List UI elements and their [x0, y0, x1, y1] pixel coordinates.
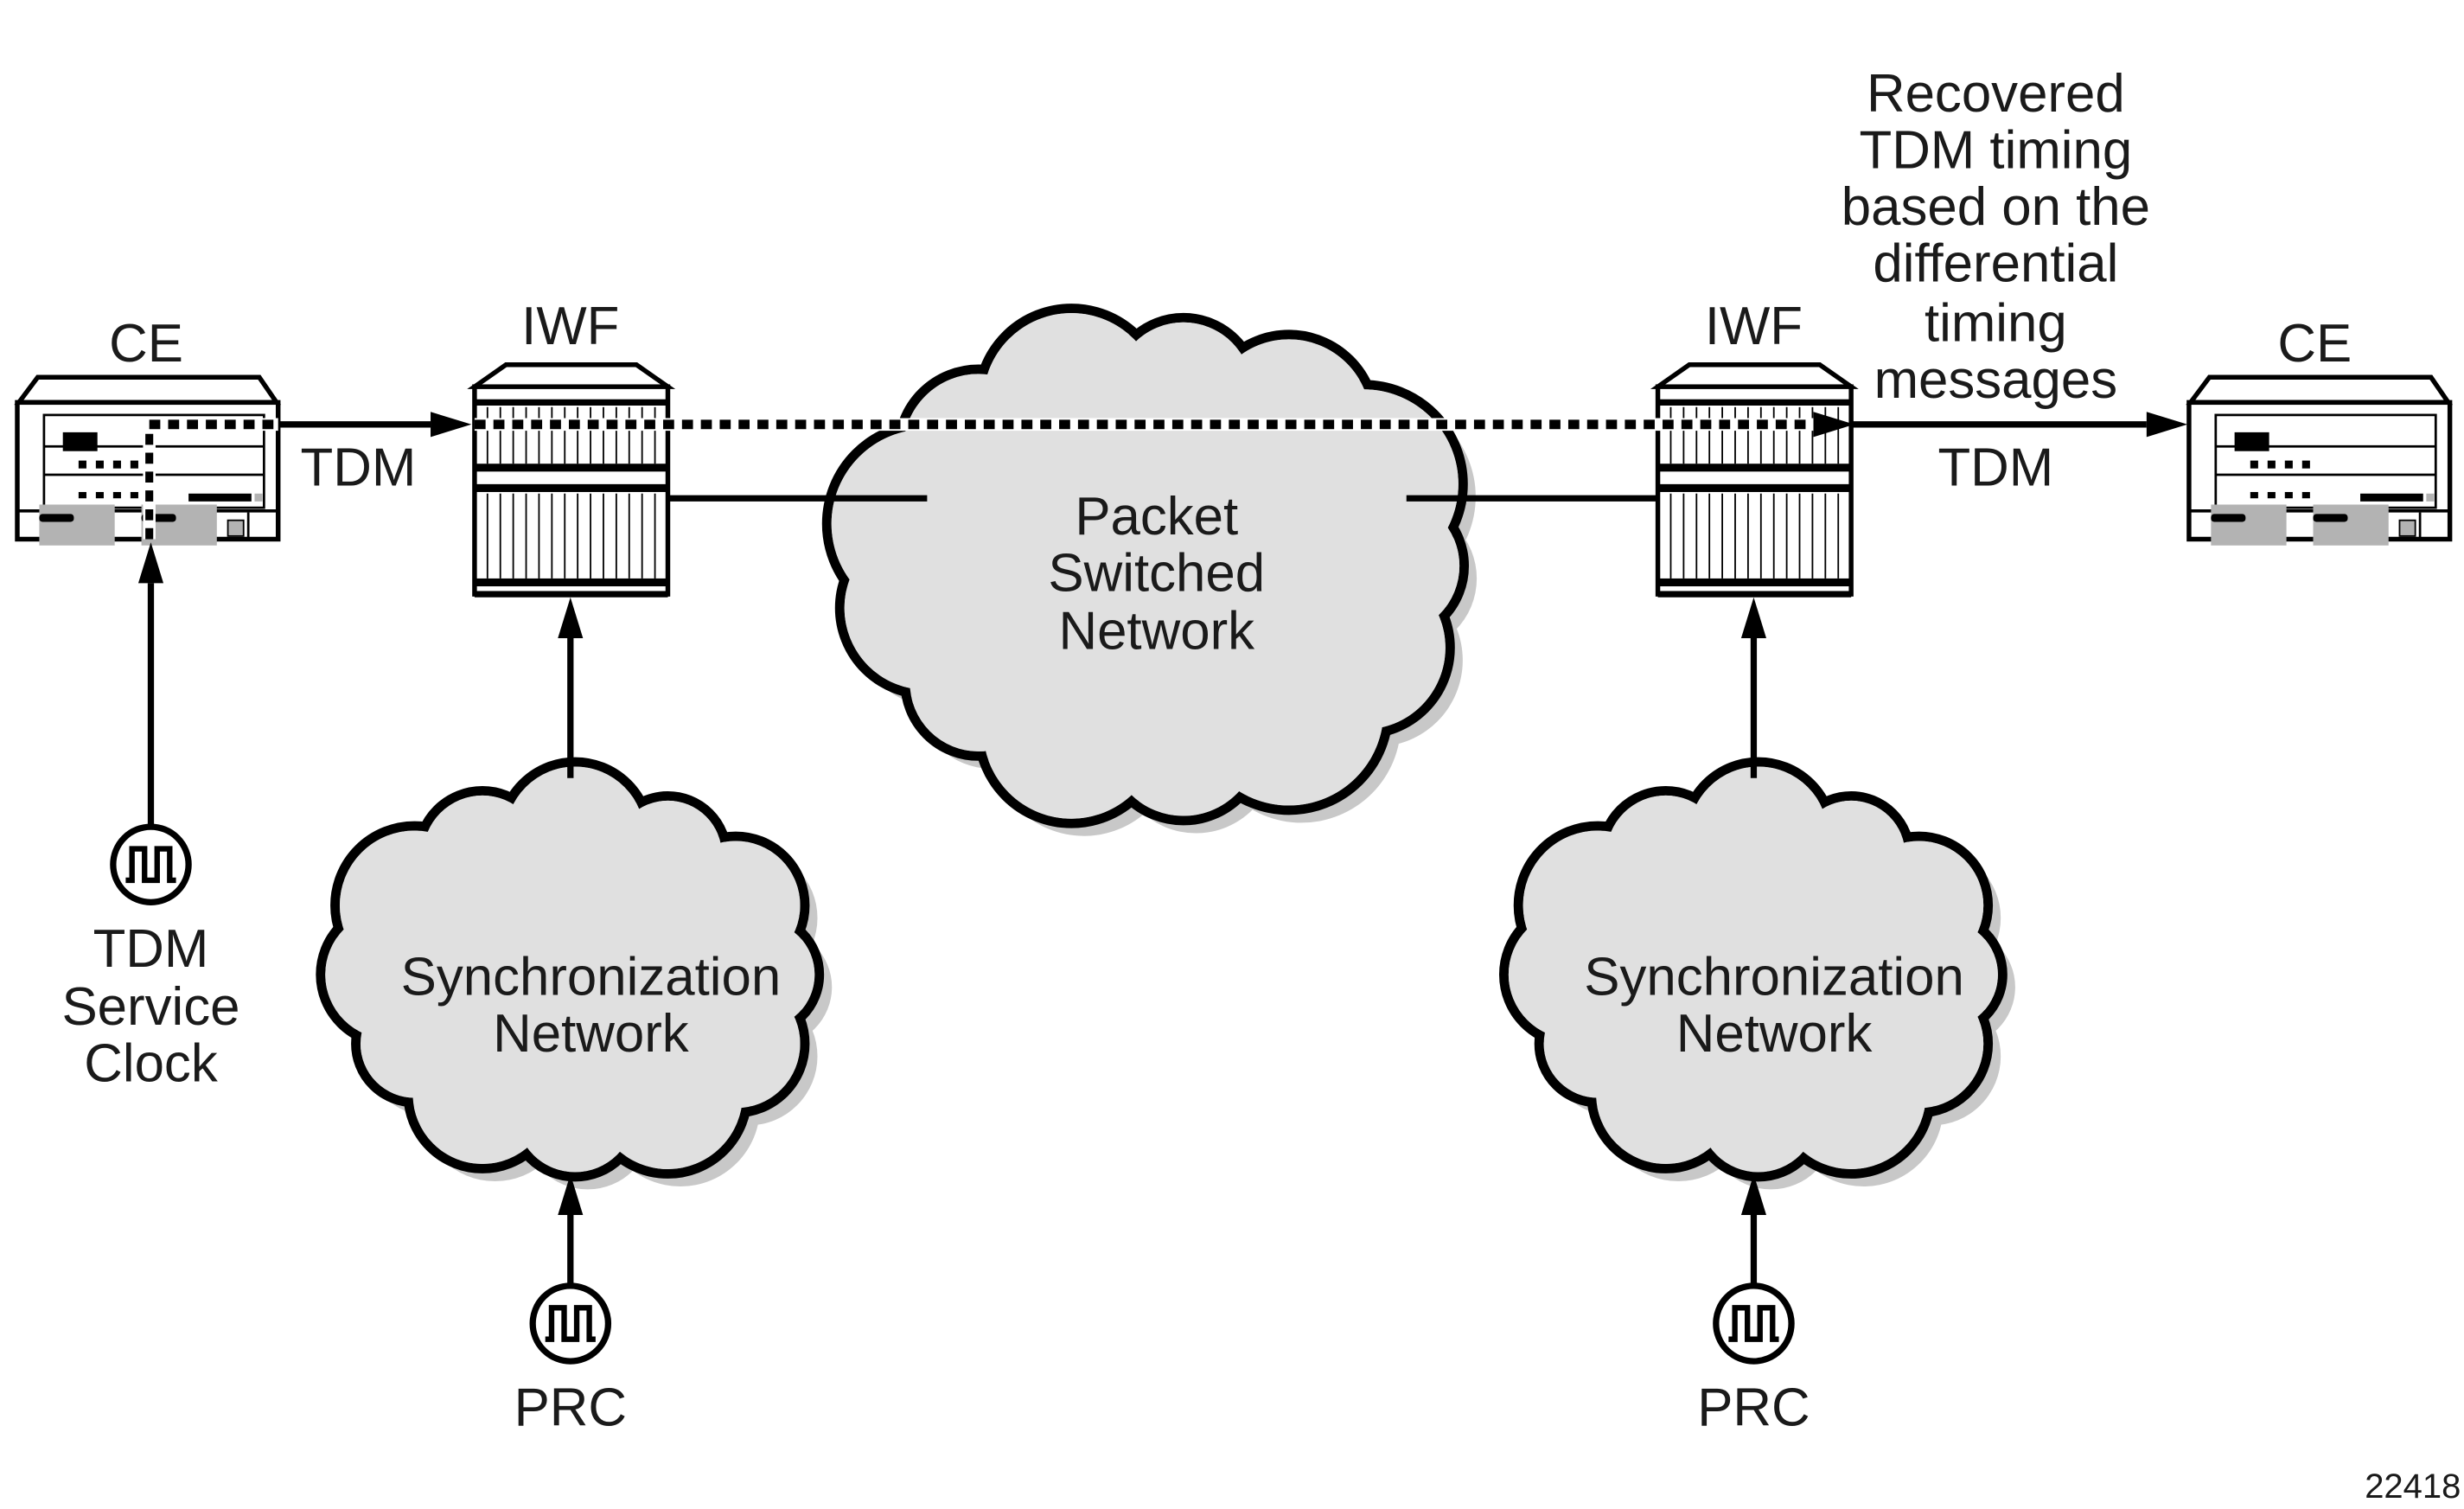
sync-left-label: Synchronization Network	[401, 948, 782, 1064]
service-clock-icon	[110, 823, 192, 905]
note-line: based on the	[1842, 177, 2150, 237]
arrows	[137, 412, 2188, 1285]
iwf-device-left	[467, 362, 676, 598]
note-line: Recovered	[1867, 64, 2125, 124]
service-clock-arrow	[137, 542, 164, 826]
prc-right-label: PRC	[1697, 1378, 1810, 1438]
ce-left-label: CE	[109, 314, 183, 374]
tdm-left-label: TDM	[300, 438, 416, 498]
service-clock-line: Clock	[84, 1034, 218, 1094]
psn-cloud	[821, 304, 1478, 836]
prc-arrow-left	[558, 1173, 584, 1285]
psn-line: Network	[1058, 602, 1254, 662]
psn-line: Switched	[1048, 543, 1265, 603]
ce-device-right	[2186, 374, 2454, 546]
sync-line: Synchronization	[1584, 948, 1964, 1007]
prc-clock-icon-left	[529, 1282, 612, 1365]
tdm-right-label: TDM	[1937, 438, 2053, 498]
note-line: timing	[1925, 293, 2067, 353]
sync-right-label: Synchronization Network	[1584, 948, 1964, 1064]
psn-label: Packet Switched Network	[1048, 487, 1265, 662]
sync-cloud-left	[316, 757, 833, 1190]
sync-line: Synchronization	[401, 948, 782, 1007]
service-clock-label: TDM Service Clock	[61, 919, 239, 1094]
service-clock-line: Service	[61, 977, 239, 1037]
figure-id: 22418	[2365, 1467, 2461, 1506]
prc-clock-icon-right	[1713, 1282, 1795, 1365]
sync-line: Network	[493, 1004, 689, 1064]
iwf-device-right	[1650, 362, 1859, 598]
sync-to-iwf-left	[558, 597, 584, 778]
note-line: differential	[1873, 233, 2118, 293]
note-line: TDM timing	[1859, 121, 2132, 181]
sync-cloud-right	[1498, 757, 2015, 1190]
sync-to-iwf-right	[1740, 597, 1766, 778]
service-clock-line: TDM	[93, 919, 209, 979]
tdm-arrow-left	[278, 412, 472, 438]
iwf-left-label: IWF	[521, 297, 619, 356]
psn-line: Packet	[1075, 487, 1238, 547]
recovered-timing-note: Recovered TDM timing based on the differ…	[1842, 64, 2150, 410]
timing-path-dashed	[143, 418, 278, 540]
note-line: messages	[1874, 350, 2118, 410]
iwf-right-label: IWF	[1705, 297, 1803, 356]
sync-line: Network	[1676, 1004, 1873, 1064]
tdm-arrow-right	[1851, 412, 2188, 438]
prc-arrow-right	[1740, 1173, 1766, 1285]
ce-right-label: CE	[2277, 314, 2352, 374]
prc-left-label: PRC	[514, 1378, 627, 1438]
timing-path-arrow	[474, 412, 1854, 438]
